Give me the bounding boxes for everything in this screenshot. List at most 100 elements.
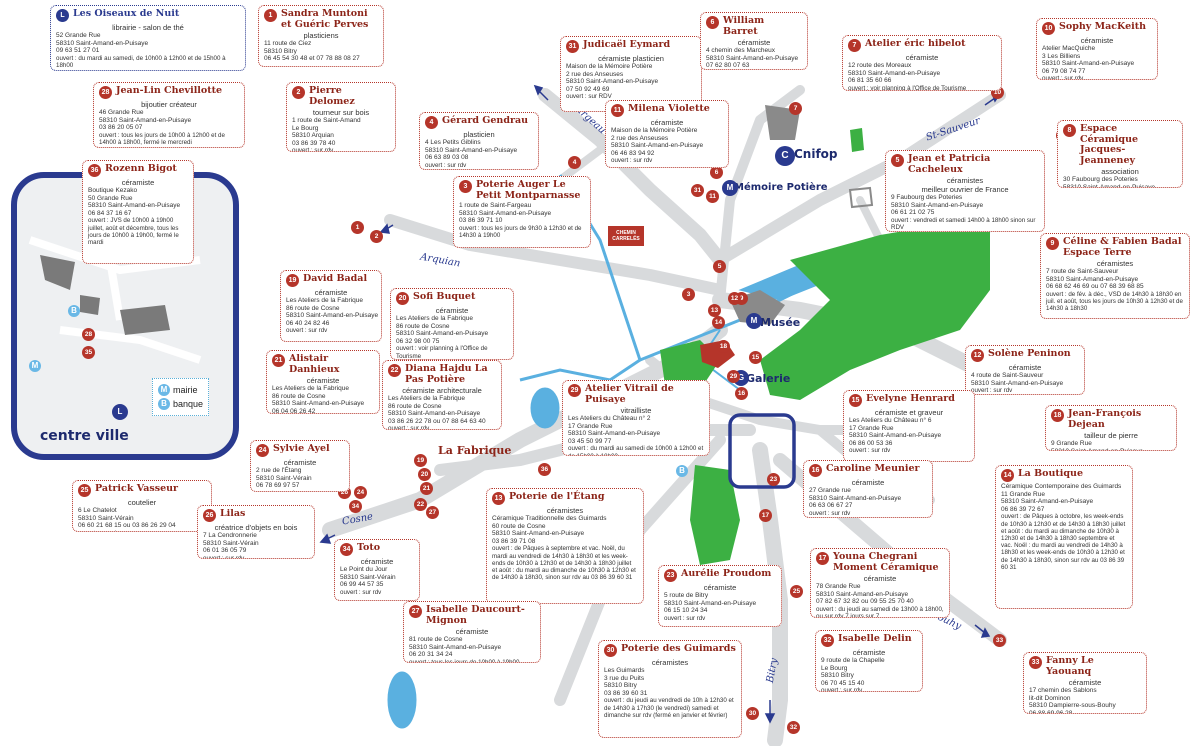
map-marker-12[interactable]: 12 bbox=[728, 292, 741, 305]
map-marker-29[interactable]: 29 bbox=[727, 370, 740, 383]
card-number-badge: 5 bbox=[891, 154, 904, 167]
map-marker-31[interactable]: 31 bbox=[691, 184, 704, 197]
map-marker-19[interactable]: 19 bbox=[414, 454, 427, 467]
road-arquian bbox=[384, 214, 726, 296]
map-marker-34[interactable]: 34 bbox=[349, 500, 362, 513]
map-marker-32[interactable]: 32 bbox=[787, 721, 800, 734]
card-name: Céline & Fabien Badal Espace Terre bbox=[1063, 236, 1182, 258]
road-north bbox=[715, 85, 805, 305]
card-title: céramistes bbox=[546, 506, 584, 515]
map-marker-17[interactable]: 17 bbox=[759, 509, 772, 522]
map-marker-14[interactable]: 14 bbox=[712, 316, 725, 329]
card-line: 12 route des Moreaux bbox=[848, 62, 912, 69]
card-title: céramiste bbox=[650, 118, 684, 127]
map-marker-5[interactable]: 5 bbox=[713, 260, 726, 273]
map-marker-2[interactable]: 2 bbox=[370, 230, 383, 243]
map-marker-21[interactable]: 21 bbox=[420, 482, 433, 495]
map-marker-20[interactable]: 20 bbox=[418, 468, 431, 481]
map-marker-27[interactable]: 27 bbox=[426, 506, 439, 519]
map-marker-1[interactable]: 1 bbox=[351, 221, 364, 234]
map-marker-22[interactable]: 22 bbox=[414, 498, 427, 511]
card-number-badge: 27 bbox=[409, 605, 422, 618]
card-hours: ouvert : JVS de 10h00 à 19h00 juillet, a… bbox=[88, 217, 179, 246]
label-la-fabrique: La Fabrique bbox=[438, 444, 512, 457]
card-name: Poterie Auger Le Petit Montparnasse bbox=[476, 179, 581, 201]
map-marker-16[interactable]: 16 bbox=[735, 387, 748, 400]
card-line: 58310 Saint-Amand-en-Puisaye bbox=[849, 432, 942, 440]
card-line: 58310 Saint-Amand-en-Puisaye bbox=[706, 54, 799, 62]
map-marker-36[interactable]: 36 bbox=[538, 463, 551, 476]
map-marker-13[interactable]: 13 bbox=[708, 304, 721, 317]
card-title: céramiste bbox=[121, 178, 155, 187]
map-marker-7[interactable]: 7 bbox=[789, 102, 802, 115]
card-line: 58310 Saint-Amand-en-Puisaye bbox=[1001, 498, 1094, 506]
card-line: 58310 Bitry bbox=[264, 47, 297, 55]
card-line: 58310 Saint-Amand-en-Puisaye bbox=[409, 643, 502, 651]
map-marker-28[interactable]: 28 bbox=[82, 328, 95, 341]
map-marker-3[interactable]: 3 bbox=[682, 288, 695, 301]
map-marker-30[interactable]: 30 bbox=[746, 707, 759, 720]
card-number-badge: 19 bbox=[286, 274, 299, 287]
card-number-badge: 6 bbox=[706, 16, 719, 29]
park-east bbox=[760, 225, 990, 400]
card-name: La Boutique bbox=[1018, 468, 1084, 479]
card-line: Les Ateliers de la Fabrique bbox=[388, 395, 465, 402]
map-marker-4[interactable]: 4 bbox=[568, 156, 581, 169]
map-marker-6[interactable]: 6 bbox=[710, 166, 723, 179]
map-marker-15[interactable]: 15 bbox=[749, 351, 762, 364]
map-marker-25[interactable]: 25 bbox=[790, 585, 803, 598]
card-name: Toto bbox=[357, 542, 381, 553]
map-marker-18[interactable]: 18 bbox=[717, 340, 730, 353]
map-marker-11[interactable]: 11 bbox=[706, 190, 719, 203]
card-number-badge: 11 bbox=[611, 104, 624, 117]
map-marker-24[interactable]: 24 bbox=[354, 486, 367, 499]
map-marker-35[interactable]: 35 bbox=[82, 346, 95, 359]
card-line: 06 20 31 34 24 bbox=[409, 651, 453, 659]
card-hours: ouvert : sur RDV bbox=[566, 93, 612, 101]
map-marker-33[interactable]: 33 bbox=[993, 634, 1006, 647]
map-marker-23[interactable]: 23 bbox=[767, 473, 780, 486]
